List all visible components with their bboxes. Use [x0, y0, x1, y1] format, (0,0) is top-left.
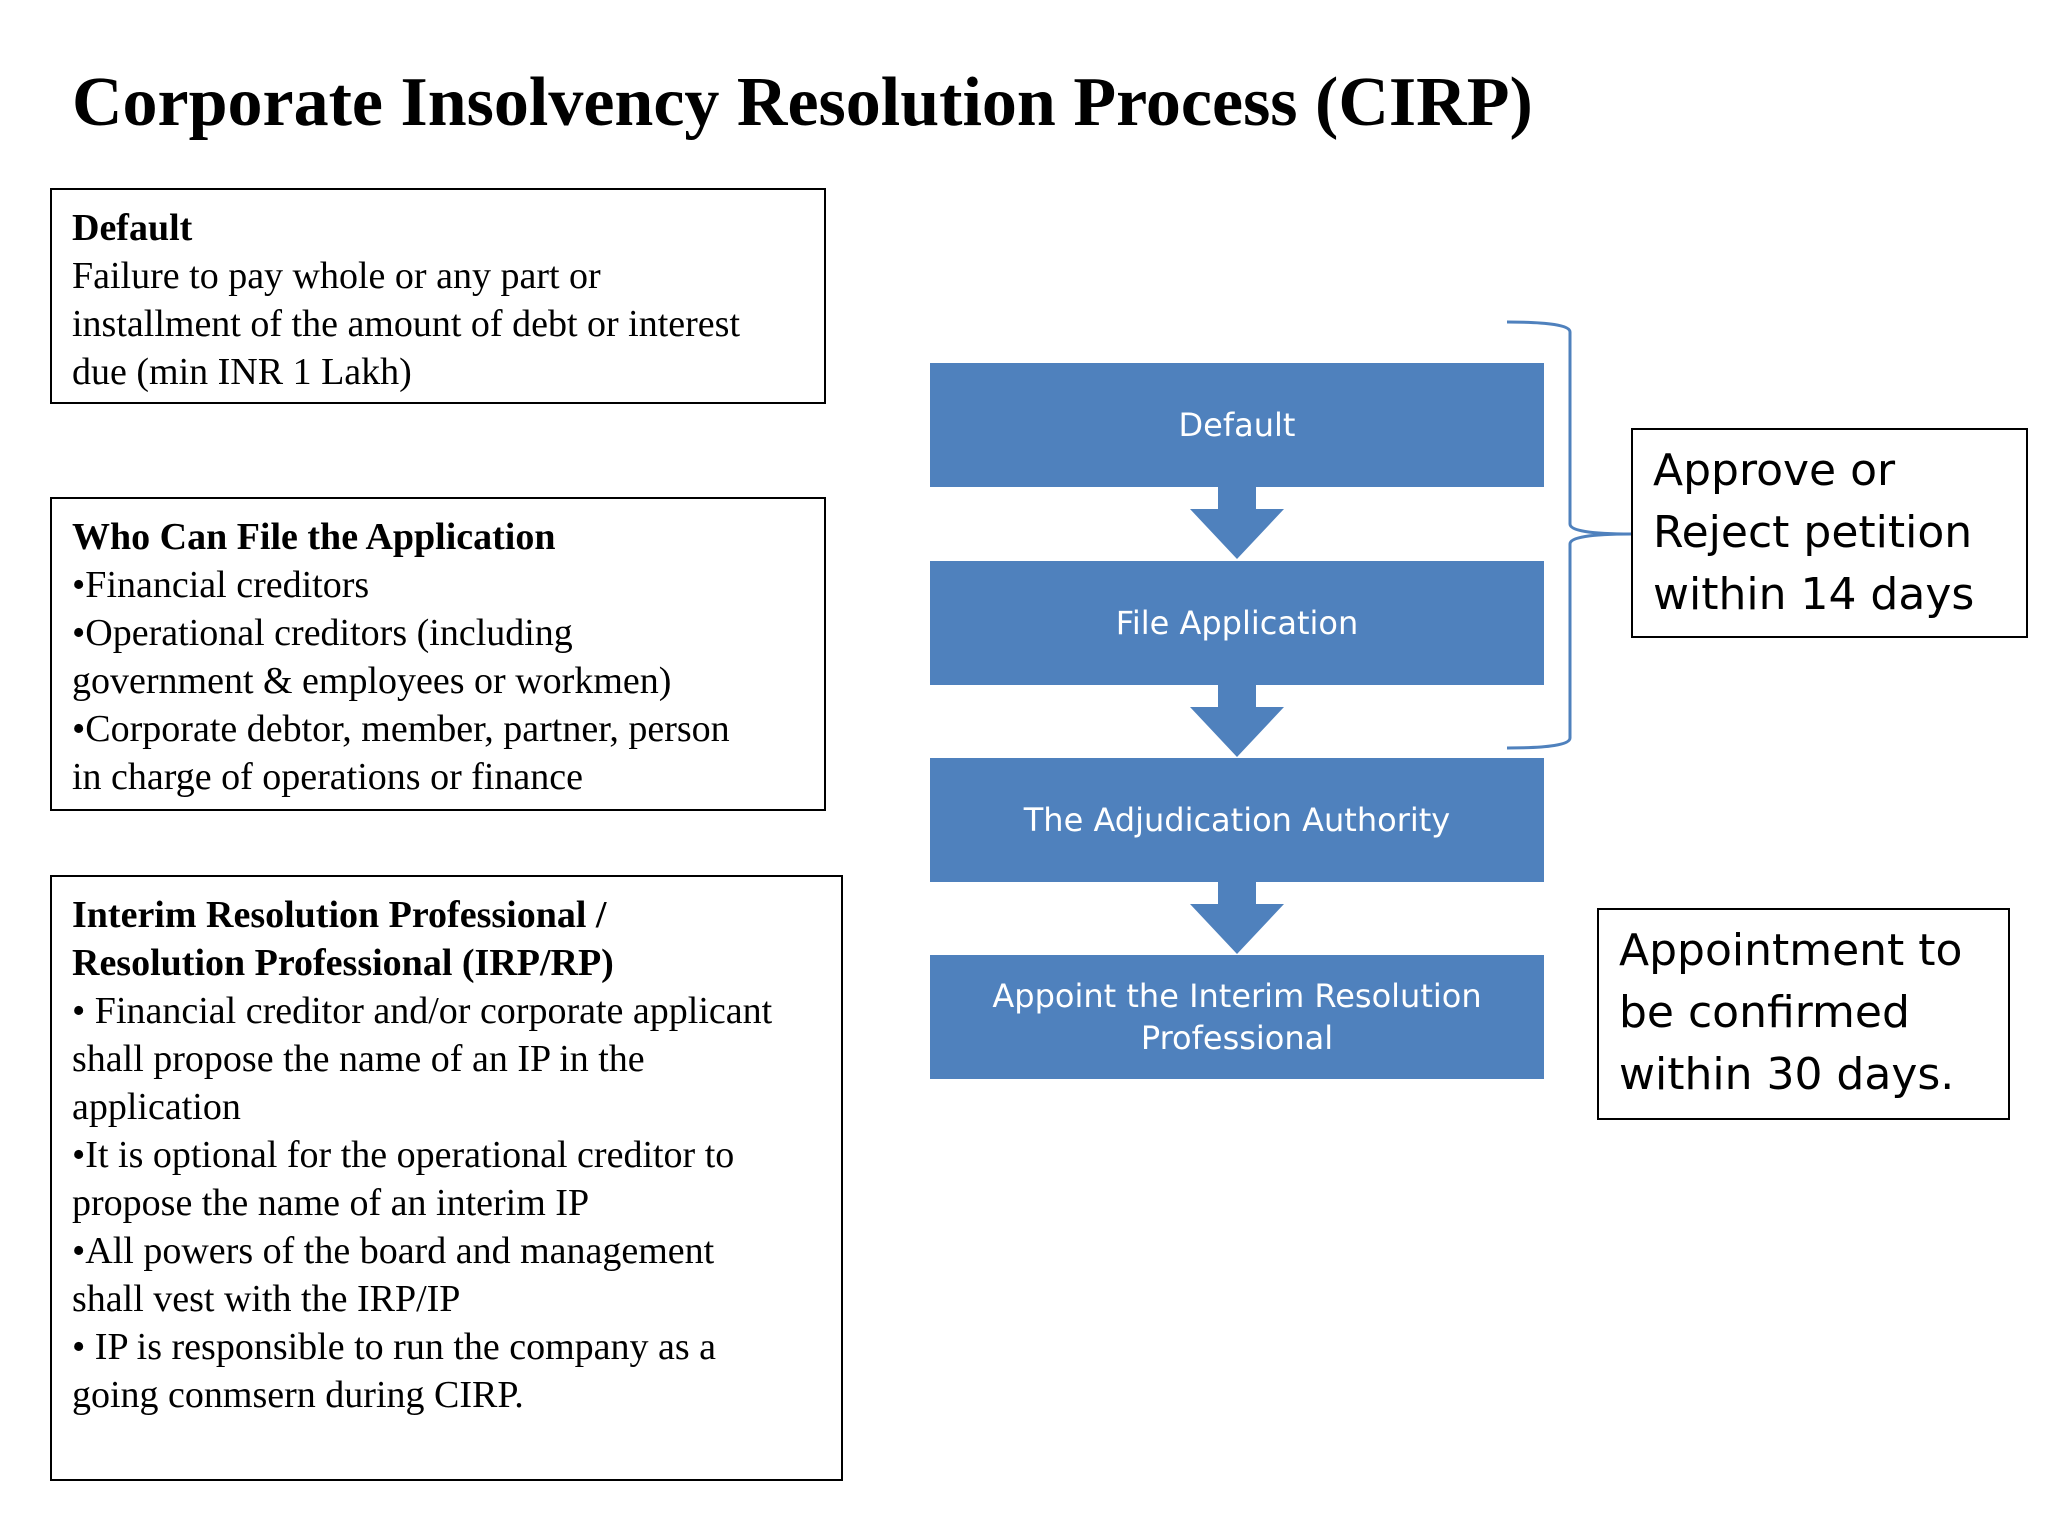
default-line: installment of the amount of debt or int… — [72, 303, 741, 345]
who-can-file-line: in charge of operations or finance — [72, 756, 584, 798]
flow-step-default: Default — [930, 363, 1544, 487]
page-title: Corporate Insolvency Resolution Process … — [72, 64, 1533, 141]
irp-line: propose the name of an interim IP — [72, 1182, 590, 1224]
irp-line: application — [72, 1086, 241, 1128]
irp-line: going conmsern during CIRP. — [72, 1374, 524, 1416]
who-can-file-line: •Operational creditors (including — [72, 612, 573, 654]
approve-note-line: Approve or — [1653, 445, 1896, 496]
down-arrow-icon — [1190, 685, 1284, 757]
flow-step-file-application: File Application — [930, 561, 1544, 685]
default-info-box: Default Failure to pay whole or any part… — [50, 188, 826, 404]
irp-info-box: Interim Resolution Professional / Resolu… — [50, 875, 843, 1481]
who-can-file-line: government & employees or workmen) — [72, 660, 672, 702]
irp-heading: Resolution Professional (IRP/RP) — [72, 942, 614, 984]
approve-note-line: within 14 days — [1653, 569, 1975, 620]
approve-note-box: Approve or Reject petition within 14 day… — [1631, 428, 2028, 638]
default-heading: Default — [72, 207, 193, 249]
who-can-file-line: •Financial creditors — [72, 564, 370, 606]
irp-line: • IP is responsible to run the company a… — [72, 1326, 717, 1368]
irp-heading: Interim Resolution Professional / — [72, 894, 607, 936]
default-line: Failure to pay whole or any part or — [72, 255, 601, 297]
irp-line: •It is optional for the operational cred… — [72, 1134, 735, 1176]
appointment-note-box: Appointment to be confirmed within 30 da… — [1597, 908, 2010, 1120]
irp-line: • Financial creditor and/or corporate ap… — [72, 990, 773, 1032]
who-can-file-line: •Corporate debtor, member, partner, pers… — [72, 708, 730, 750]
irp-line: shall vest with the IRP/IP — [72, 1278, 461, 1320]
irp-line: shall propose the name of an IP in the — [72, 1038, 645, 1080]
who-can-file-heading: Who Can File the Application — [72, 516, 556, 558]
default-line: due (min INR 1 Lakh) — [72, 351, 412, 393]
approve-note-line: Reject petition — [1653, 507, 1973, 558]
down-arrow-icon — [1190, 487, 1284, 559]
irp-line: •All powers of the board and management — [72, 1230, 715, 1272]
who-can-file-info-box: Who Can File the Application •Financial … — [50, 497, 826, 811]
down-arrow-icon — [1190, 882, 1284, 954]
appointment-note-line: be confirmed — [1619, 987, 1910, 1038]
appointment-note-line: within 30 days. — [1619, 1049, 1955, 1100]
flow-step-appoint-irp: Appoint the Interim Resolution Professio… — [930, 955, 1544, 1079]
curly-bracket-icon — [1506, 320, 1632, 750]
appointment-note-line: Appointment to — [1619, 925, 1963, 976]
flow-step-adjudication-authority: The Adjudication Authority — [930, 758, 1544, 882]
